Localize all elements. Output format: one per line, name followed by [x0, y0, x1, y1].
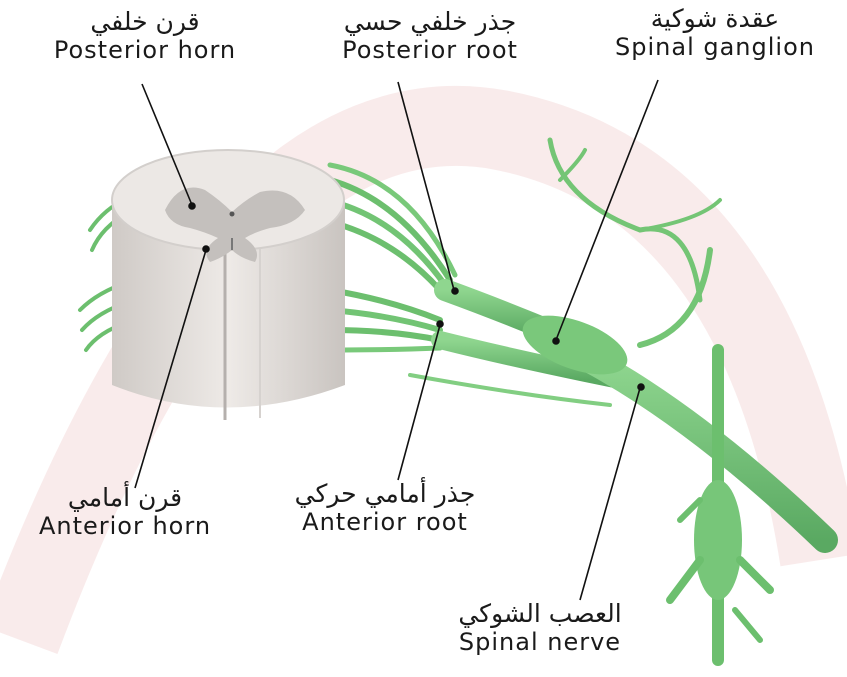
label-posterior-root-en: Posterior root [300, 37, 560, 65]
label-anterior-root-en: Anterior root [255, 509, 515, 537]
label-spinal-ganglion-ar: عقدة شوكية [590, 5, 840, 34]
label-spinal-ganglion: عقدة شوكية Spinal ganglion [590, 5, 840, 61]
label-posterior-root: جذر خلفي حسي Posterior root [300, 8, 560, 64]
label-anterior-horn-en: Anterior horn [5, 513, 245, 541]
label-spinal-nerve: العصب الشوكي Spinal nerve [420, 600, 660, 656]
label-posterior-horn-en: Posterior horn [30, 37, 260, 65]
label-posterior-root-ar: جذر خلفي حسي [300, 8, 560, 37]
label-spinal-ganglion-en: Spinal ganglion [590, 34, 840, 62]
leader-spinal-nerve [580, 388, 640, 600]
label-anterior-root-ar: جذر أمامي حركي [255, 480, 515, 509]
label-posterior-horn: قرن خلفي Posterior horn [30, 8, 260, 64]
label-posterior-horn-ar: قرن خلفي [30, 8, 260, 37]
label-spinal-nerve-en: Spinal nerve [420, 629, 660, 657]
label-spinal-nerve-ar: العصب الشوكي [420, 600, 660, 629]
spinal-cord [112, 150, 345, 420]
label-anterior-horn-ar: قرن أمامي [5, 484, 245, 513]
label-anterior-horn: قرن أمامي Anterior horn [5, 484, 245, 540]
label-anterior-root: جذر أمامي حركي Anterior root [255, 480, 515, 536]
